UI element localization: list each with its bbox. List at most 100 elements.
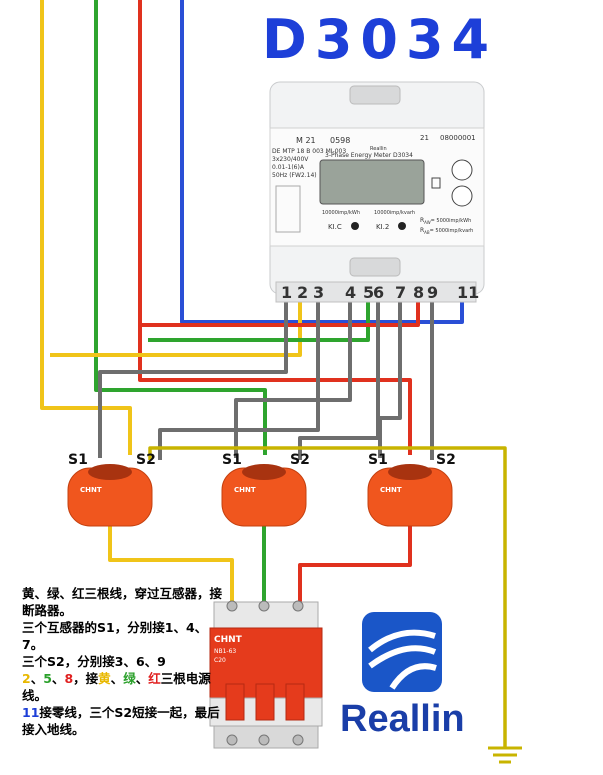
meter-kl2: KI.2 bbox=[376, 223, 389, 231]
ct-s2-label: S2 bbox=[290, 452, 310, 468]
terminal-label: 9 bbox=[427, 283, 438, 302]
wire-gray-3 bbox=[158, 302, 320, 460]
ct-brand: CHNT bbox=[234, 486, 256, 494]
terminal-label: 7 bbox=[395, 283, 406, 302]
note-segment: 4 bbox=[185, 620, 195, 635]
meter-button-down[interactable] bbox=[451, 185, 473, 207]
note-segment: 绿 bbox=[123, 671, 136, 686]
wire-red-feed bbox=[138, 302, 420, 327]
ct-s2-label: S2 bbox=[436, 452, 456, 468]
circuit-breaker: CHNT NB1-63 C20 bbox=[209, 600, 323, 749]
note-segment: 9 bbox=[157, 654, 166, 669]
meter-voltage: 3x230/400V bbox=[272, 156, 309, 163]
note-segment: 。 bbox=[30, 637, 44, 652]
note-segment: S2 bbox=[114, 705, 133, 720]
note-segment: 短接一起，最后接入地线。 bbox=[22, 705, 220, 737]
ct-s1-label: S1 bbox=[368, 452, 388, 468]
terminal-label: 11 bbox=[457, 283, 479, 302]
note-segment: 红 bbox=[148, 671, 161, 686]
brand-name: Reallin bbox=[340, 698, 465, 740]
wire-yellow-feed bbox=[50, 302, 302, 357]
wire-s2-short bbox=[148, 446, 507, 748]
energy-meter: M 21 0598 Reallin 21 08000001 DE MTP 18 … bbox=[269, 81, 485, 303]
note-segment: 6 bbox=[135, 654, 145, 669]
meter-button-up[interactable] bbox=[451, 159, 473, 181]
meter-klc: KI.C bbox=[328, 223, 342, 231]
note-segment: S1 bbox=[97, 620, 115, 635]
ct-s1-label: S1 bbox=[222, 452, 242, 468]
note-segment: 黄 bbox=[98, 671, 111, 686]
wire-red bbox=[138, 0, 412, 455]
note-segment: 、 bbox=[30, 671, 44, 686]
note-segment: 、 bbox=[194, 620, 208, 635]
meter-rab-sub: AB bbox=[424, 230, 430, 235]
terminal-label: 5 bbox=[363, 283, 374, 302]
ct-brand: CHNT bbox=[80, 486, 102, 494]
ct-brand: CHNT bbox=[380, 486, 402, 494]
note-segment: 、 bbox=[173, 620, 186, 635]
meter-brand: Reallin bbox=[370, 146, 387, 152]
terminal-label: 3 bbox=[313, 283, 324, 302]
meter-imp1: 10000imp/kWh bbox=[322, 210, 360, 216]
note-segment: 8 bbox=[64, 671, 74, 686]
reallin-logo-icon bbox=[362, 612, 442, 692]
wires bbox=[40, 0, 507, 748]
note-segment: S2 bbox=[47, 654, 65, 669]
note-segment: 、 bbox=[110, 671, 124, 686]
note-segment: 三个 bbox=[22, 654, 48, 669]
diagram-title: D3034 bbox=[262, 8, 498, 71]
note-segment: 1 bbox=[164, 620, 174, 635]
note-segment: 黄、绿、红三根线，穿过互感器，接断路器。 bbox=[22, 586, 223, 618]
note-line: 黄、绿、红三根线，穿过互感器，接断路器。 bbox=[22, 585, 222, 619]
breaker-rating: C20 bbox=[214, 657, 226, 664]
meter-code: 0598 bbox=[330, 136, 350, 145]
ct-s1-label: S1 bbox=[68, 452, 88, 468]
lcd-display bbox=[319, 159, 425, 205]
terminal-label: 8 bbox=[413, 283, 424, 302]
terminal-label: 4 bbox=[345, 283, 356, 302]
wire-yellow-out bbox=[108, 520, 234, 605]
current-transformer: CHNT S1 S2 bbox=[367, 452, 456, 527]
note-line: 三个互感器的S1，分别接1、4、7。 bbox=[22, 619, 222, 653]
meter-year: 21 bbox=[420, 134, 429, 142]
note-segment: 、 bbox=[123, 654, 136, 669]
current-transformer: CHNT S1 S2 bbox=[67, 452, 156, 527]
note-segment: 三个互感器的 bbox=[22, 620, 98, 635]
meter-raw-value: = 5000imp/kWh bbox=[431, 218, 472, 224]
ct-s2-label: S2 bbox=[136, 452, 156, 468]
meter-cert: M 21 bbox=[296, 136, 316, 145]
wire-green bbox=[94, 0, 267, 455]
terminal-label: 1 bbox=[281, 283, 292, 302]
note-segment: 2 bbox=[22, 671, 31, 686]
note-segment: 、 bbox=[51, 671, 65, 686]
note-segment: 7 bbox=[22, 637, 31, 652]
meter-rab-value: = 5000imp/kvarh bbox=[430, 228, 474, 234]
meter-imp2: 10000imp/kvarh bbox=[374, 210, 415, 216]
wire-red-out bbox=[298, 520, 412, 605]
note-segment: 3 bbox=[114, 654, 124, 669]
wire-yellow bbox=[40, 0, 132, 455]
ground-icon bbox=[488, 746, 522, 764]
terminal-label: 2 bbox=[297, 283, 308, 302]
note-segment: ，分别接 bbox=[64, 654, 115, 669]
svg-text:RAB= 5000imp/kvarh: RAB= 5000imp/kvarh bbox=[420, 227, 473, 235]
note-segment: 5 bbox=[43, 671, 52, 686]
note-segment: 接零线，三个 bbox=[39, 705, 115, 720]
meter-rab-label: R bbox=[420, 227, 424, 234]
note-line: 11接零线，三个S2短接一起，最后接入地线。 bbox=[22, 704, 222, 738]
wire-blue bbox=[180, 0, 464, 324]
note-segment: 、 bbox=[135, 671, 149, 686]
breaker-brand: CHNT bbox=[214, 635, 243, 645]
note-segment: ，接 bbox=[73, 671, 99, 686]
meter-freq: 50Hz (FW2.14) bbox=[272, 172, 317, 179]
note-segment: 11 bbox=[22, 705, 40, 720]
meter-model-line: DE MTP 18 B 003 MI-003 bbox=[272, 148, 346, 155]
wire-green-feed bbox=[148, 302, 370, 342]
meter-serial: 08000001 bbox=[440, 134, 476, 142]
wire-gray-1 bbox=[98, 302, 288, 458]
meter-name: 3-Phase Energy Meter D3034 bbox=[325, 152, 413, 159]
